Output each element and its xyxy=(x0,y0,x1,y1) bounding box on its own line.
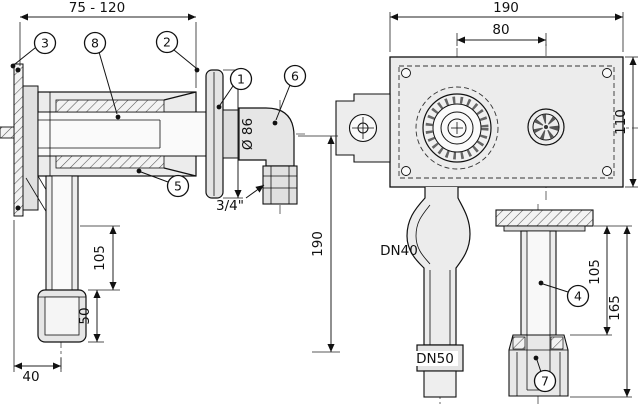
callout-8-label: 8 xyxy=(91,36,99,51)
callout-6: 6 xyxy=(272,64,307,126)
callout-7: 7 xyxy=(533,355,557,393)
dim-front-height: 110 xyxy=(613,56,638,188)
outlet-cap xyxy=(527,108,565,146)
dim-range-width: 75 - 120 xyxy=(19,0,197,88)
dim-axis-drop: 190 xyxy=(298,135,340,353)
dim-cup-depth-label: 50 xyxy=(77,307,93,324)
front-view: DN40 DN50 xyxy=(335,44,638,404)
dim-standpipe-len-label: 105 xyxy=(587,259,603,285)
dim-front-width: 190 xyxy=(389,0,624,52)
callout-2-label: 2 xyxy=(163,35,171,50)
callout-3: 3 xyxy=(10,31,57,69)
label-dn50: DN50 xyxy=(416,351,454,367)
wall-section xyxy=(495,209,594,227)
dim-standpipe-total: 165 xyxy=(570,226,632,398)
callout-3-label: 3 xyxy=(41,36,49,51)
trap-cup xyxy=(37,175,87,343)
dim-side-drop: 105 xyxy=(80,225,120,291)
callout-8: 8 xyxy=(83,31,121,120)
callout-4: 4 xyxy=(538,280,590,308)
callout-5: 5 xyxy=(136,168,190,198)
callout-2: 2 xyxy=(155,30,200,73)
trap-body-front xyxy=(406,187,471,398)
side-view xyxy=(0,63,305,372)
callout-1: 1 xyxy=(216,67,253,110)
dim-wall-to-axis-label: 40 xyxy=(22,369,39,385)
callout-1-label: 1 xyxy=(237,72,245,87)
dim-faceplate-dia: Ø 86 xyxy=(223,69,256,199)
dim-wall-to-axis: 40 xyxy=(13,220,62,385)
callout-5-label: 5 xyxy=(174,179,182,194)
siphon-dome xyxy=(415,86,499,170)
label-dn40: DN40 xyxy=(380,243,418,259)
dim-hole-offset-label: 80 xyxy=(492,22,509,38)
callout-4-label: 4 xyxy=(574,289,582,304)
dim-standpipe-total-label: 165 xyxy=(607,295,623,321)
dim-axis-drop-label: 190 xyxy=(310,231,326,257)
callout-7-label: 7 xyxy=(541,374,549,389)
hose-elbow xyxy=(222,107,298,205)
dim-front-height-label: 110 xyxy=(613,109,629,135)
dim-range-width-label: 75 - 120 xyxy=(69,0,125,16)
dim-hose-thread: 3/4" xyxy=(216,184,265,214)
face-plate xyxy=(205,69,224,199)
dim-hose-thread-label: 3/4" xyxy=(216,198,244,214)
callout-6-label: 6 xyxy=(291,69,299,84)
dim-faceplate-dia-label: Ø 86 xyxy=(240,118,256,150)
dim-side-drop-label: 105 xyxy=(92,245,108,271)
dim-standpipe-len: 105 xyxy=(570,225,632,336)
dn50-label-bg xyxy=(412,351,458,366)
dim-hole-offset: 80 xyxy=(456,22,547,46)
dim-front-width-label: 190 xyxy=(493,0,519,16)
trap-housing xyxy=(37,91,207,177)
dim-cup-depth: 50 xyxy=(77,290,104,343)
mounting-bracket xyxy=(335,93,391,163)
